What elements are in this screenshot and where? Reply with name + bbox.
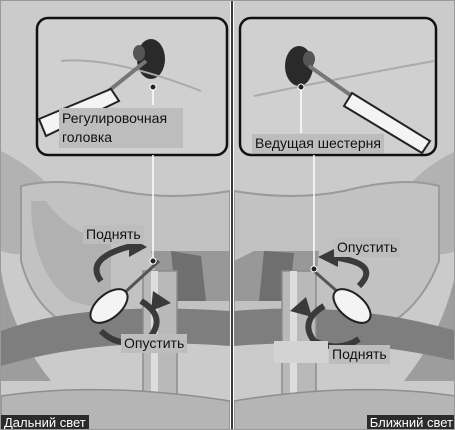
adjustment-head-label: Регулировочная головка — [59, 108, 183, 148]
lower-label: Опустить — [121, 334, 187, 353]
low-beam-drawing — [234, 1, 455, 430]
high-beam-caption: Дальний свет — [1, 415, 89, 430]
high-beam-panel: Регулировочная головка Поднять Опустить … — [1, 1, 230, 430]
raise-label-right: Поднять — [329, 345, 390, 364]
drive-gear-label: Ведущая шестерня — [252, 134, 384, 153]
low-beam-panel: Ведущая шестерня Опустить Поднять Ближни… — [234, 1, 455, 430]
raise-label: Поднять — [83, 225, 144, 244]
low-beam-caption: Ближний свет — [367, 415, 455, 430]
lower-label-right: Опустить — [334, 238, 400, 257]
high-beam-drawing — [1, 1, 230, 430]
